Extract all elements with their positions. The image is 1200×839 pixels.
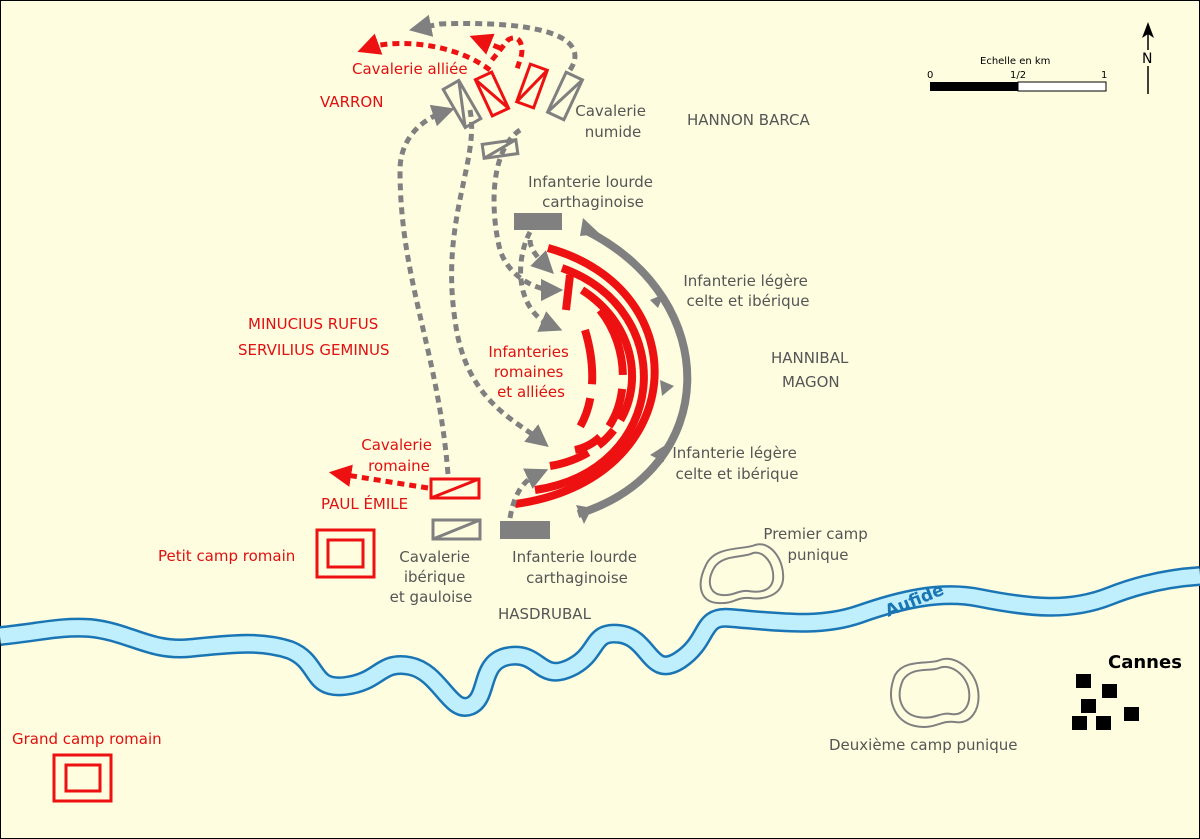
label-light-infantry-bottom: Infanterie légère celte et ibérique	[672, 444, 801, 483]
svg-text:Echelle en km: Echelle en km	[980, 56, 1050, 67]
first-punic-camp-icon	[699, 543, 785, 605]
river-water	[0, 568, 1200, 715]
label-second-punic-camp: Deuxième camp punique	[829, 736, 1017, 754]
svg-text:N: N	[1142, 51, 1152, 67]
cavalry-bottom-units	[429, 477, 482, 541]
town-label: Cannes	[1108, 652, 1182, 673]
heavy-infantry-bottom-block	[500, 521, 550, 539]
commander-paul: PAUL ÉMILE	[321, 494, 408, 513]
commander-minucius: MINUCIUS RUFUS	[248, 315, 378, 333]
cavalry-top-units	[441, 62, 585, 160]
commander-hannibal: HANNIBAL	[771, 349, 849, 367]
label-roman-cavalry: Cavalerie romaine	[361, 436, 436, 475]
second-punic-camp-icon	[890, 657, 980, 728]
roman-infantry-arcs	[514, 244, 659, 508]
scale-bar: Echelle en km 0 1/2 1	[927, 56, 1107, 92]
town-block-icon	[1072, 674, 1139, 730]
commander-varron: VARRON	[320, 93, 383, 111]
carthaginian-light-infantry	[576, 218, 692, 524]
label-heavy-infantry-bottom: Infanterie lourde carthaginoise	[512, 548, 642, 587]
commander-servilius: SERVILIUS GEMINUS	[238, 341, 390, 359]
svg-text:0: 0	[927, 70, 933, 81]
north-arrow-icon: N	[1140, 22, 1156, 94]
label-heavy-infantry-top: Infanterie lourde carthaginoise	[528, 173, 658, 211]
movement-arrows	[328, 14, 578, 519]
commander-magon: MAGON	[782, 373, 840, 391]
label-numidian-cavalry: Cavalerie numide	[575, 102, 650, 141]
small-roman-camp-icon	[315, 528, 376, 579]
label-large-roman-camp: Grand camp romain	[12, 730, 162, 748]
large-roman-camp-icon	[52, 753, 113, 803]
label-small-roman-camp: Petit camp romain	[158, 547, 295, 565]
svg-text:1/2: 1/2	[1010, 70, 1026, 81]
commander-hannon: HANNON BARCA	[687, 111, 810, 129]
svg-text:1: 1	[1101, 70, 1107, 81]
heavy-infantry-top-block	[514, 213, 562, 230]
commander-hasdrubal: HASDRUBAL	[498, 605, 592, 623]
label-first-punic-camp: Premier camp punique	[763, 525, 872, 564]
label-allied-cavalry: Cavalerie alliée	[352, 60, 468, 78]
label-iberian-cavalry: Cavalerie ibérique et gauloise	[390, 548, 475, 606]
label-roman-infantry: Infanteries romaines et alliées	[488, 343, 573, 401]
label-light-infantry-top: Infanterie légère celte et ibérique	[683, 272, 812, 310]
